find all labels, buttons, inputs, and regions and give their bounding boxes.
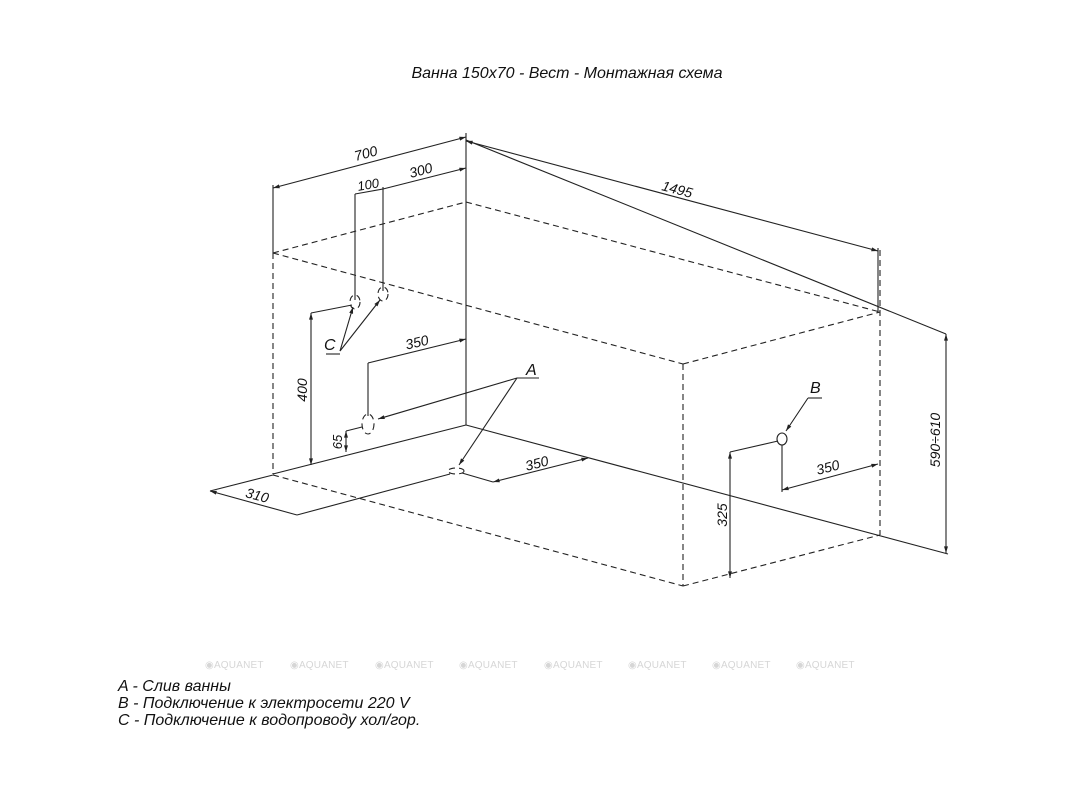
power-connection-b: B	[776, 380, 822, 446]
svg-text:300: 300	[407, 159, 434, 180]
svg-text:350: 350	[815, 457, 842, 478]
svg-text:590÷610: 590÷610	[927, 413, 943, 468]
water-connections-c: C	[324, 286, 389, 355]
watermark: ◉AQUANET	[544, 660, 603, 671]
svg-text:400: 400	[294, 378, 310, 402]
watermark: ◉AQUANET	[375, 660, 434, 671]
diagram-title: Ванна 150х70 - Вест - Монтажная схема	[411, 65, 722, 82]
dimension-100-300: 100 300	[354, 159, 467, 300]
watermark: ◉AQUANET	[459, 660, 518, 671]
watermark: ◉AQUANET	[796, 660, 855, 671]
dimension-350-power: 350	[781, 445, 879, 492]
watermark: ◉AQUANET	[290, 660, 349, 671]
dimension-700: 700	[272, 136, 467, 189]
drain-a: A	[377, 362, 539, 475]
legend-item-b: B - Подключение к электросети 220 V	[118, 695, 410, 712]
svg-text:65: 65	[330, 434, 345, 449]
watermark: ◉AQUANET	[628, 660, 687, 671]
dimension-350-drain: 350	[461, 453, 589, 483]
svg-text:100: 100	[356, 175, 381, 194]
bathtub-outline	[272, 201, 881, 587]
svg-text:700: 700	[352, 142, 379, 163]
dimension-310: 310	[209, 473, 451, 516]
svg-text:325: 325	[714, 503, 730, 527]
dimension-65: 65	[330, 426, 363, 453]
marker-c: C	[324, 337, 336, 354]
dimension-325: 325	[714, 440, 779, 578]
watermark: ◉AQUANET	[712, 660, 771, 671]
watermark: ◉AQUANET	[205, 660, 264, 671]
legend-item-a: A - Слив ванны	[118, 678, 231, 695]
svg-text:350: 350	[404, 332, 431, 353]
dimension-height-range: 590÷610	[927, 333, 948, 553]
dimension-1495: 1495	[465, 140, 879, 312]
dimension-350-wall: 350	[361, 332, 467, 435]
dimension-400: 400	[294, 304, 353, 466]
svg-text:310: 310	[244, 484, 271, 506]
legend: A - Слив ванны B - Подключение к электро…	[118, 678, 420, 729]
legend-item-c: C - Подключение к водопроводу хол/гор.	[118, 712, 421, 729]
wall-floor-lines	[272, 133, 949, 555]
svg-text:1495: 1495	[660, 177, 694, 201]
svg-text:350: 350	[524, 453, 551, 474]
marker-a: A	[525, 362, 537, 379]
marker-b: B	[810, 380, 821, 397]
